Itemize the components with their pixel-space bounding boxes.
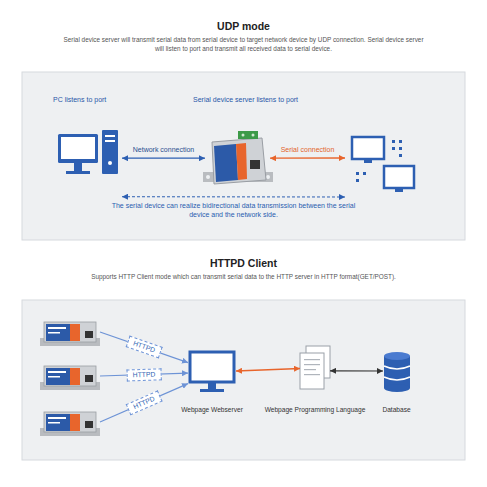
device-server-icon [252, 134, 255, 137]
serial-monitors-icon [364, 160, 372, 163]
webserver-icon [190, 352, 234, 392]
device-server-icon [203, 131, 273, 184]
serial-monitors-icon [399, 147, 402, 150]
device-server-icon [242, 134, 245, 137]
serial-monitors-icon [352, 137, 384, 159]
pc-icon [105, 135, 115, 137]
panel [22, 300, 465, 460]
device-server-icon [212, 138, 266, 184]
connector-arrow [270, 157, 345, 158]
pc-icon [61, 137, 95, 159]
serial-device-icon [40, 366, 100, 390]
connector-arrow [100, 384, 188, 422]
pc-node: PC listens to port [55, 118, 122, 200]
serial-device-node [345, 125, 420, 200]
node-label: Serial device server listens to port [193, 96, 298, 104]
webserver-node: Webpage Webserver [188, 350, 236, 392]
serial-device-icon [40, 412, 100, 436]
device-server-icon [266, 175, 270, 179]
pc-icon [74, 163, 82, 171]
serial-device-node [40, 318, 100, 346]
connector-arrow [100, 332, 188, 363]
node-label: PC listens to port [53, 96, 106, 104]
serial-monitors-icon [392, 140, 395, 143]
serial-device-icon [40, 322, 100, 346]
device-server-icon [214, 144, 238, 182]
node-label: Webpage Programming Language [245, 406, 385, 414]
section-title: UDP mode [0, 20, 487, 33]
serial-device-node [40, 408, 100, 436]
pc-icon [105, 140, 115, 142]
document-icon [304, 359, 320, 360]
webserver-icon [200, 389, 224, 392]
serial-monitors-icon [352, 137, 414, 192]
node-label: Database [343, 406, 450, 414]
serial-monitors-icon [363, 172, 366, 175]
connector-arrow [236, 369, 300, 372]
serial-monitors-icon [392, 147, 395, 150]
pc-icon [58, 130, 118, 174]
database-icon [384, 366, 410, 369]
serial-monitors-icon [399, 154, 402, 157]
pc-icon [102, 130, 118, 174]
serial-monitors-icon [356, 172, 359, 175]
document-icon [304, 364, 320, 365]
document-icon [304, 374, 320, 375]
webserver-icon [190, 352, 234, 382]
device-server-icon [250, 160, 260, 169]
pc-icon [66, 171, 90, 174]
document-icon [300, 353, 324, 389]
database-icon [384, 377, 410, 380]
panel [22, 72, 465, 240]
connector-label: HTTPD [126, 368, 161, 381]
device-server-icon [236, 143, 247, 180]
connector-arrow [122, 196, 345, 197]
connector-arrow [330, 370, 383, 371]
database-icon [384, 356, 410, 388]
section-title: HTTPD Client [0, 256, 487, 270]
pc-icon [58, 134, 98, 163]
serial-monitors-icon [356, 179, 359, 182]
connector-label: Network connection [104, 146, 224, 154]
serial-monitors-icon [395, 189, 403, 192]
database-node: Database [383, 350, 410, 392]
node-label: Webpage Webserver [148, 406, 276, 414]
webserver-icon [208, 383, 216, 389]
pc-icon [108, 161, 112, 165]
database-icon [384, 352, 410, 392]
document-icon [300, 346, 330, 389]
connector-label: The serial device can realize bidirectio… [109, 201, 359, 219]
serial-device-node [40, 362, 100, 390]
description-text: Serial device server will transmit seria… [60, 36, 427, 53]
document-icon [304, 369, 316, 370]
document-node: Webpage Programming Language [300, 345, 330, 392]
serial-monitors-icon [399, 140, 402, 143]
serial-monitors-icon [384, 166, 414, 188]
connector-label: Serial connection [248, 146, 368, 154]
device-server-node: Serial device server listens to port [205, 130, 270, 190]
database-icon [384, 352, 410, 360]
device-server-icon [238, 131, 258, 139]
device-server-icon [206, 175, 210, 179]
serial-device-icon [40, 322, 100, 436]
connector-arrow [122, 158, 205, 159]
database-icon [384, 384, 410, 392]
description-text: Supports HTTP Client mode which can tran… [20, 273, 467, 282]
